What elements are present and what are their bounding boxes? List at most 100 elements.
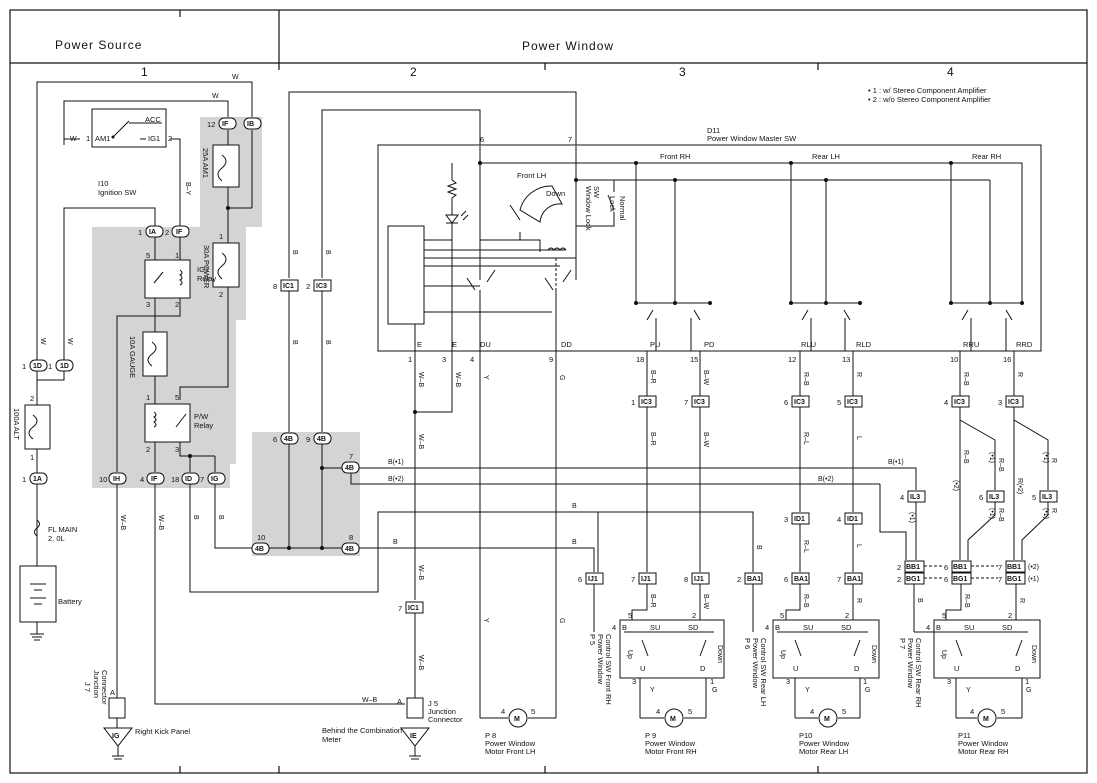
svg-text:1D: 1D	[60, 363, 69, 370]
right-kick-panel-label: Right Kick Panel	[135, 727, 190, 736]
svg-text:10: 10	[99, 475, 107, 484]
pin-label: 3	[146, 300, 150, 309]
note-1: • 1 : w/ Stereo Component Amplifier	[868, 86, 987, 95]
terminal-pu: PU	[650, 340, 660, 349]
pin-label: 18	[636, 355, 644, 364]
connector-id: ID 18	[171, 472, 200, 485]
pin-label: 5	[688, 707, 692, 716]
svg-text:ID: ID	[185, 476, 192, 483]
behind-meter-label: Meter	[322, 735, 342, 744]
svg-text:6: 6	[273, 435, 277, 444]
switch-label: SU	[650, 623, 660, 632]
connector-id1-3: ID1 3	[784, 512, 810, 525]
svg-text:4: 4	[140, 475, 144, 484]
ig1-label: IG1	[148, 134, 160, 143]
terminal-e2: E	[452, 340, 457, 349]
connector-if: IF 2	[165, 225, 190, 238]
connector-1d-left: 1D 1	[22, 359, 48, 372]
p10-label: Motor Rear LH	[799, 747, 848, 756]
pin-label: 1	[146, 393, 150, 402]
terminal-rrd: RRD	[1016, 340, 1033, 349]
wire-label: B–R	[649, 370, 656, 384]
power-source-header: Power Source	[55, 38, 142, 52]
window-lock-label: Window Lock	[584, 186, 593, 231]
svg-text:IC3: IC3	[794, 399, 805, 406]
pin-label: 1	[30, 453, 34, 462]
svg-text:BB1: BB1	[1007, 564, 1021, 571]
svg-text:IC3: IC3	[954, 399, 965, 406]
pin-label: A	[110, 688, 115, 697]
wire-label: R–B	[962, 450, 969, 464]
svg-text:3: 3	[998, 398, 1002, 407]
ground-ig	[102, 727, 134, 747]
svg-text:ID1: ID1	[847, 516, 858, 523]
wire-label: (•1)	[988, 452, 995, 463]
pin-label: 5	[628, 611, 632, 620]
wire-label: Y	[482, 375, 489, 380]
connector-ic3-pu: IC3 1	[631, 395, 657, 408]
svg-text:7: 7	[998, 575, 1002, 584]
svg-text:BA1: BA1	[747, 576, 761, 583]
svg-text:IL3: IL3	[910, 494, 920, 501]
switch-direction: Up	[626, 650, 633, 659]
relay-label: P/W	[194, 412, 209, 421]
am1-label: AM1	[95, 134, 110, 143]
svg-text:IC3: IC3	[847, 399, 858, 406]
wire-label: G	[558, 375, 565, 380]
pin-label: A	[397, 697, 402, 706]
svg-text:10: 10	[257, 533, 265, 542]
pin-label: 10	[950, 355, 958, 364]
pin-label: 1	[219, 232, 223, 241]
pin-label: 2	[175, 300, 179, 309]
junction-block-shading	[92, 117, 262, 488]
svg-text:1D: 1D	[33, 363, 42, 370]
connector-ij1-7: IJ1 7	[631, 572, 657, 585]
connector-ih: IH 10	[99, 472, 127, 485]
fuse-30a	[212, 242, 240, 288]
svg-text:IL3: IL3	[989, 494, 999, 501]
motor-label: M	[670, 716, 676, 723]
pin-label: 4	[970, 707, 974, 716]
pin-label: 2	[219, 290, 223, 299]
connector-ic3-rlu: IC3 6	[784, 395, 810, 408]
svg-text:IH: IH	[113, 476, 120, 483]
diagram-frame	[9, 9, 1088, 774]
svg-text:4: 4	[944, 398, 948, 407]
switch-label: D	[854, 664, 860, 673]
p6-label: Power Window	[751, 638, 760, 689]
power-window-header: Power Window	[522, 39, 614, 53]
pin-label: 9	[549, 355, 553, 364]
motor-label: M	[514, 716, 520, 723]
switch-label: SU	[964, 623, 974, 632]
j7-label: Connector	[100, 670, 109, 705]
wire-label: B–Y	[184, 182, 191, 196]
fuse-alt	[24, 404, 51, 450]
j7-label: J 7	[83, 682, 92, 692]
svg-text:IC1: IC1	[408, 605, 419, 612]
wire-label: R	[1018, 598, 1025, 603]
svg-text:4B: 4B	[255, 546, 264, 553]
pin-label: 1	[1025, 677, 1029, 686]
pin-label: 16	[1003, 355, 1011, 364]
switch-label: SD	[1002, 623, 1013, 632]
svg-text:IB: IB	[247, 121, 254, 128]
svg-text:6: 6	[784, 575, 788, 584]
pin-label: 5	[942, 611, 946, 620]
connector-ba1-7: BA1 7	[837, 572, 863, 585]
pin-label: 3	[175, 445, 179, 454]
wire-label: B	[192, 515, 199, 520]
pin-label: 13	[842, 355, 850, 364]
svg-text:IG: IG	[211, 476, 219, 483]
connector-ic1-top: IC1 8	[273, 279, 299, 292]
svg-text:3: 3	[784, 515, 788, 524]
connector-1d-right: 1D 1	[48, 359, 74, 372]
wire-label: B–R	[649, 432, 656, 446]
switch-direction: Down	[870, 645, 877, 663]
switch-label: B	[936, 623, 941, 632]
svg-text:6: 6	[578, 575, 582, 584]
svg-text:ID1: ID1	[794, 516, 805, 523]
wire-label: R–B	[997, 508, 1004, 522]
p8-label: Motor Front LH	[485, 747, 535, 756]
switch-label: SU	[803, 623, 813, 632]
connector-ic3-rrd: IC3 3	[998, 395, 1024, 408]
